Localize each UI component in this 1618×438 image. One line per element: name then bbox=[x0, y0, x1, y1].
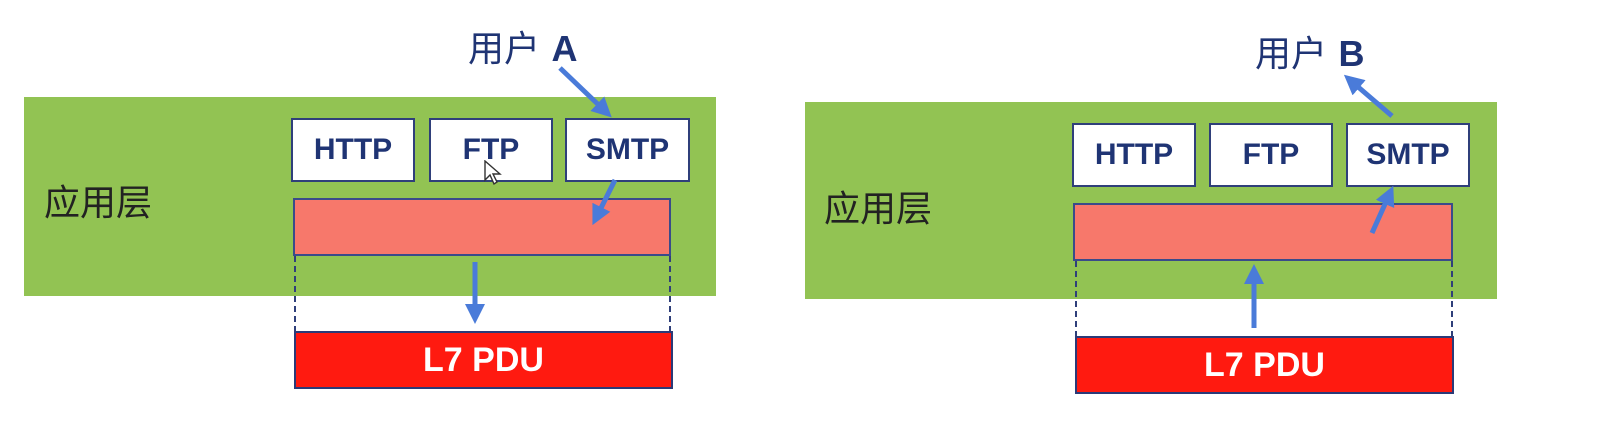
protocol-box-http: HTTP bbox=[1072, 123, 1196, 187]
dashed-guide-right bbox=[669, 256, 671, 332]
l7-pdu-box: L7 PDU bbox=[1075, 336, 1454, 394]
protocol-box-smtp: SMTP bbox=[565, 118, 690, 182]
protocol-box-smtp: SMTP bbox=[1346, 123, 1470, 187]
user-letter: A bbox=[551, 28, 578, 69]
user-letter: B bbox=[1338, 33, 1365, 74]
dashed-guide-right bbox=[1451, 261, 1453, 337]
user-text: 用户 bbox=[1255, 34, 1328, 75]
application-header-bar bbox=[1073, 203, 1453, 261]
right-panel: 应用层 用户 B HTTP FTP SMTP L7 PDU bbox=[805, 33, 1497, 394]
layer-label: 应用层 bbox=[824, 189, 933, 230]
protocol-box-http: HTTP bbox=[291, 118, 415, 182]
user-a-label: 用户 A bbox=[468, 20, 577, 72]
mouse-cursor-icon bbox=[484, 159, 502, 186]
user-text: 用户 bbox=[468, 29, 541, 70]
l7-pdu-box: L7 PDU bbox=[294, 331, 673, 389]
dashed-guide-left bbox=[294, 256, 296, 332]
layer-label: 应用层 bbox=[44, 183, 153, 224]
protocol-box-ftp: FTP bbox=[1209, 123, 1333, 187]
dashed-guide-left bbox=[1075, 261, 1077, 337]
user-b-label: 用户 B bbox=[1255, 25, 1364, 77]
